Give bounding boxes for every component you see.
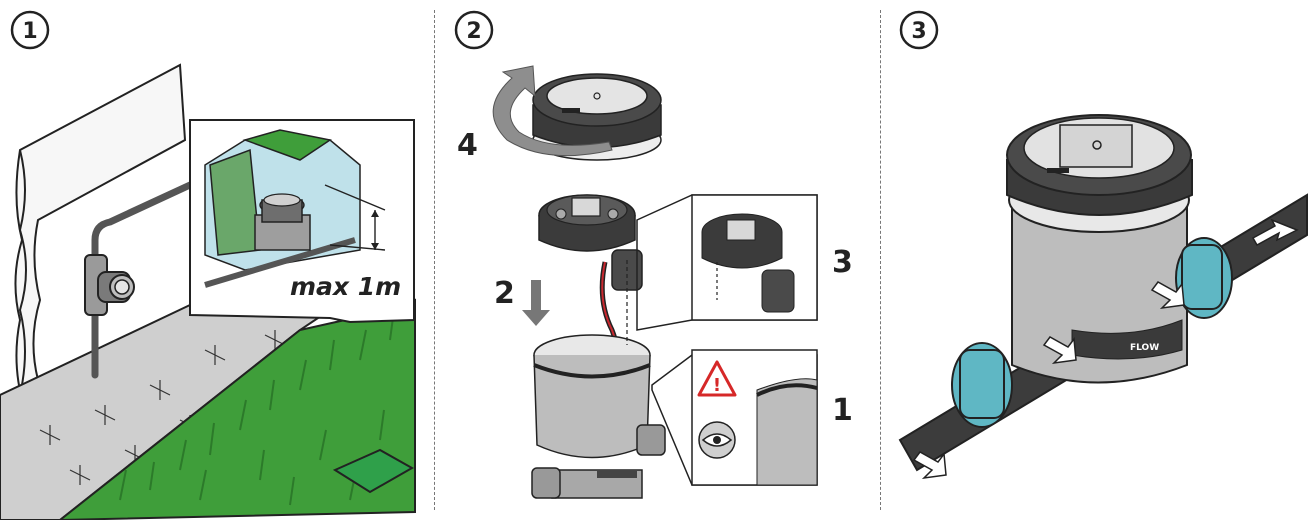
flow-arrow-icon [912, 451, 947, 480]
flow-arrows [912, 218, 1299, 480]
callout-4: 4 [457, 128, 478, 163]
grass-blades [119, 309, 395, 506]
divider-2 [880, 10, 881, 510]
warning-triangle-icon: ! [697, 360, 737, 397]
divider-1 [434, 10, 435, 510]
depth-label: max 1m [290, 272, 401, 301]
flow-arrow-icon [1042, 336, 1077, 365]
wall-pipe [91, 181, 194, 379]
valve-box-lid [332, 448, 415, 494]
panel-step-2: 2 4 2 [454, 10, 853, 499]
controller-base [531, 334, 666, 499]
eye-icon [698, 421, 736, 459]
step-number-3: 3 [911, 19, 926, 44]
flow-mark: FLOW [1130, 343, 1159, 353]
rotate-arrow-icon [492, 65, 613, 157]
inset-module-detail [636, 194, 818, 331]
right-connector [1175, 237, 1233, 319]
step-number-2: 2 [466, 19, 481, 44]
step-number-1: 1 [22, 19, 37, 44]
assembled-controller: FLOW [1006, 114, 1193, 384]
paving [0, 303, 334, 520]
svg-text:!: ! [713, 375, 721, 396]
wall-tap-controller [84, 254, 135, 316]
down-arrow-icon [522, 280, 550, 326]
step-badge-1: 1 [10, 10, 50, 50]
flow-arrow-icon [1251, 218, 1299, 247]
step-badge-3: 3 [899, 10, 939, 50]
control-module [538, 194, 643, 291]
display-screen [571, 197, 601, 217]
left-connector [951, 342, 1013, 428]
callout-3: 3 [832, 245, 853, 280]
inset-warning-detail: ! [651, 349, 818, 486]
display-window [1059, 124, 1133, 168]
panel-step-3: 3 FLOW [898, 10, 1308, 480]
panel-step-1: 1 [0, 10, 416, 520]
flow-arrow-icon [1150, 281, 1185, 310]
step-badge-2: 2 [454, 10, 494, 50]
inset-valve-box: max 1m [189, 119, 415, 324]
callout-1: 1 [832, 393, 853, 428]
callout-2: 2 [494, 276, 515, 311]
